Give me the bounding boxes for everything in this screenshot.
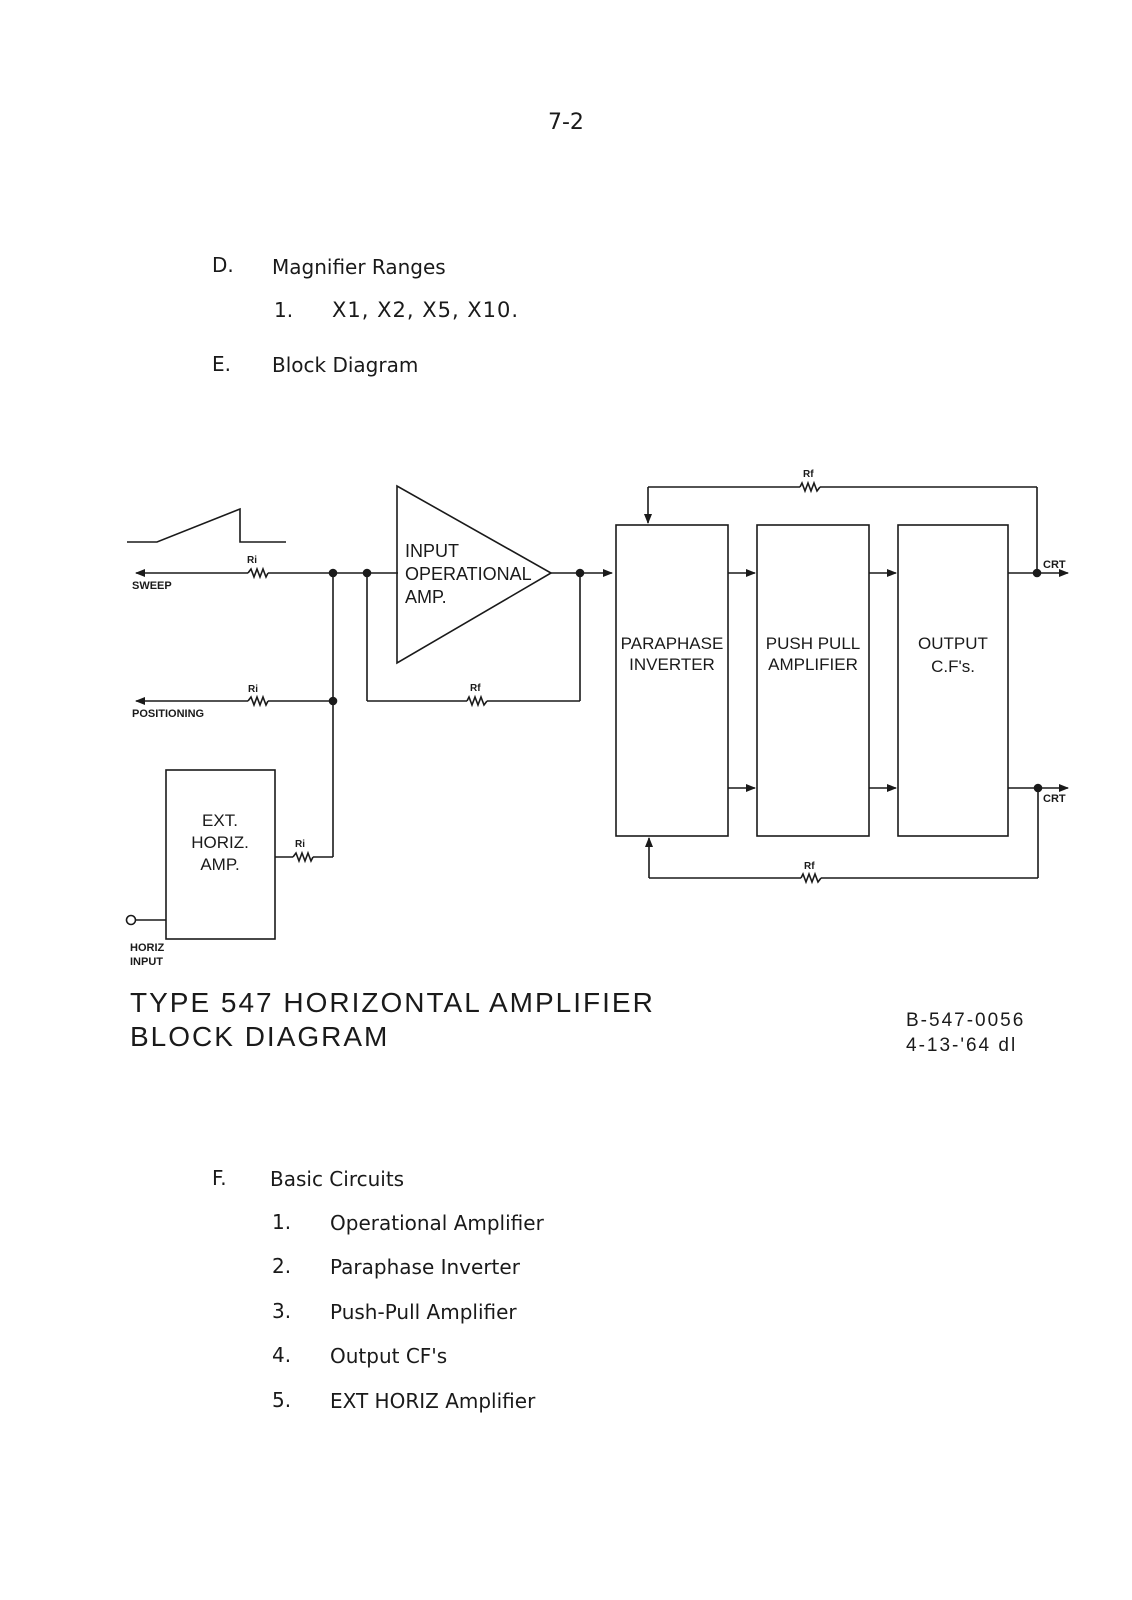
push-pull-amplifier-box xyxy=(756,524,870,837)
caption-title-line1: TYPE 547 HORIZONTAL AMPLIFIER xyxy=(130,987,655,1018)
input-amp-label-line1: INPUT xyxy=(405,541,459,561)
horiz-input-label-line1: HORIZ xyxy=(130,942,165,954)
list-item-number: 2. xyxy=(272,1254,292,1278)
sweep-label: SWEEP xyxy=(132,580,172,592)
crt-bottom-label: CRT xyxy=(1043,793,1066,805)
top-rf-label: Rf xyxy=(803,469,814,480)
pushpull-label-line1: PUSH PULL xyxy=(766,634,860,653)
ext-horiz-amp-box xyxy=(165,769,276,940)
paraphase-label-line1: PARAPHASE xyxy=(621,634,724,653)
caption-title-line2: BLOCK DIAGRAM xyxy=(130,1021,390,1052)
list-item-number: 4. xyxy=(272,1343,292,1367)
bottom-rf-label: Rf xyxy=(804,861,815,872)
ext-amp-resistor xyxy=(292,850,314,864)
list-item-number: 5. xyxy=(272,1388,292,1412)
sweep-ri-label: Ri xyxy=(247,555,257,566)
output-label-line1: OUTPUT xyxy=(918,634,988,653)
op-amp-feedback-resistor xyxy=(466,694,488,708)
crt-top-label: CRT xyxy=(1043,559,1066,571)
list-item-number: 1. xyxy=(272,1210,292,1234)
positioning-ri-label: Ri xyxy=(248,684,258,695)
section-d-item-number: 1. xyxy=(274,298,294,322)
section-d-letter: D. xyxy=(212,253,234,277)
section-e-letter: E. xyxy=(212,352,231,376)
section-f-title: Basic Circuits xyxy=(270,1167,405,1191)
list-item: Output CF's xyxy=(330,1344,448,1368)
list-item: Paraphase Inverter xyxy=(330,1255,520,1279)
drawing-number: B-547-0056 xyxy=(906,1010,1026,1031)
top-feedback-resistor xyxy=(799,480,821,494)
op-amp-rf-label: Rf xyxy=(470,683,481,694)
list-item-number: 3. xyxy=(272,1299,292,1323)
section-f-letter: F. xyxy=(212,1166,227,1190)
list-item: EXT HORIZ Amplifier xyxy=(330,1389,536,1413)
input-op-amp-triangle xyxy=(396,484,553,665)
section-d-title: Magnifier Ranges xyxy=(272,255,446,279)
input-amp-label-line2: OPERATIONAL xyxy=(405,564,532,584)
ext-amp-label-line1: EXT. xyxy=(202,811,238,830)
sweep-resistor xyxy=(247,566,269,580)
drawing-date: 4-13-'64 dl xyxy=(906,1035,1018,1056)
horiz-input-terminal xyxy=(125,914,137,926)
ext-amp-label-line3: AMP. xyxy=(200,855,239,874)
input-amp-label-line3: AMP. xyxy=(405,587,447,607)
list-item: Operational Amplifier xyxy=(330,1211,544,1235)
positioning-resistor xyxy=(247,694,269,708)
horiz-input-label-line2: INPUT xyxy=(130,956,163,968)
paraphase-inverter-box xyxy=(615,524,729,837)
ext-amp-ri-label: Ri xyxy=(295,839,305,850)
output-label-line2: C.F's. xyxy=(931,657,975,676)
pushpull-label-line2: AMPLIFIER xyxy=(768,655,858,674)
bottom-feedback-resistor xyxy=(800,871,822,885)
section-e-title: Block Diagram xyxy=(272,353,419,377)
diagram-reference: B-547-0056 4-13-'64 dl xyxy=(906,1008,1025,1058)
ext-amp-label-line2: HORIZ. xyxy=(191,833,249,852)
paraphase-label-line2: INVERTER xyxy=(629,655,715,674)
positioning-label: POSITIONING xyxy=(132,708,204,720)
list-item: Push-Pull Amplifier xyxy=(330,1300,517,1324)
output-cf-box xyxy=(897,524,1009,837)
diagram-caption-title: TYPE 547 HORIZONTAL AMPLIFIER BLOCK DIAG… xyxy=(130,986,655,1054)
magnifier-range-list: X1, X2, X5, X10. xyxy=(332,298,520,322)
page-number: 7-2 xyxy=(548,110,584,135)
sweep-waveform xyxy=(127,507,286,543)
